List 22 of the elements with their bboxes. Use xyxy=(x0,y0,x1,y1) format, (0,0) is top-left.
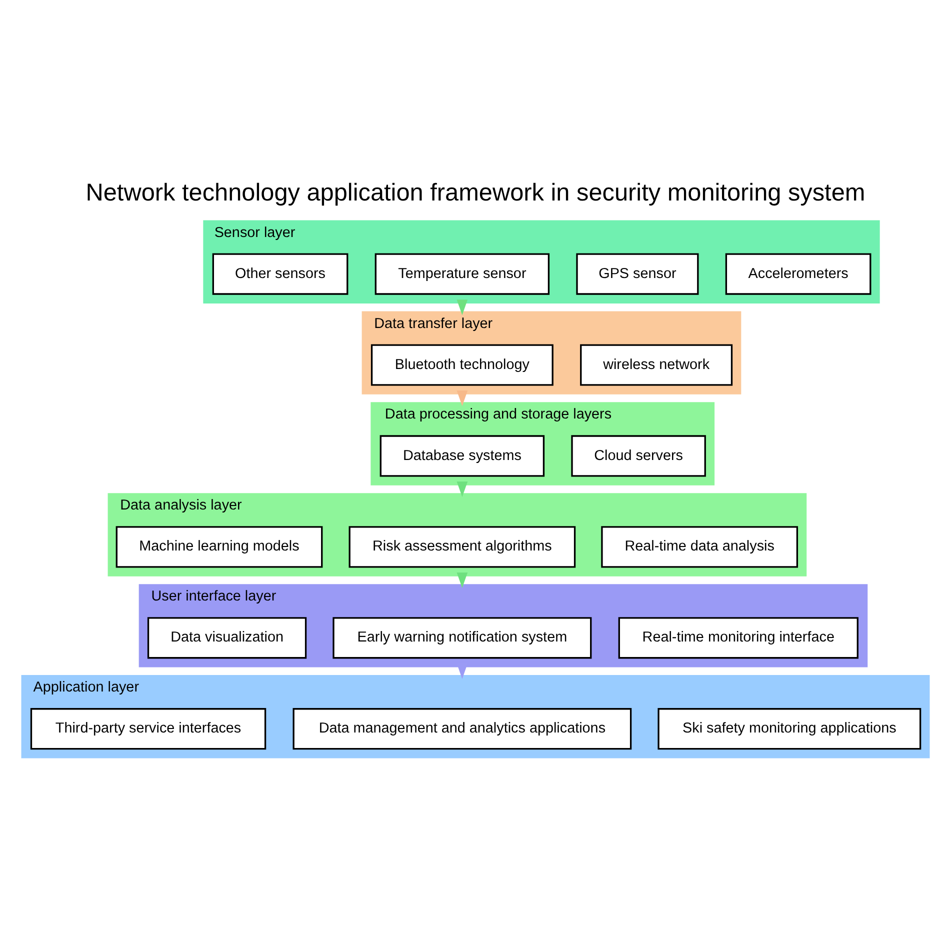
node-box: Ski safety monitoring applications xyxy=(658,708,922,750)
node-box: Third-party service interfaces xyxy=(30,708,266,750)
node-box: Database systems xyxy=(380,434,545,476)
node-box: Real-time data analysis xyxy=(601,526,798,568)
node-box: Early warning notification system xyxy=(332,616,592,658)
diagram-title: Network technology application framework in security monitoring system xyxy=(86,178,866,206)
node-box: Temperature sensor xyxy=(374,252,550,294)
node-box: Cloud servers xyxy=(571,434,706,476)
node-box: wireless network xyxy=(580,344,733,386)
node-box: Machine learning models xyxy=(116,526,323,568)
node-box: Accelerometers xyxy=(725,252,872,294)
arrow xyxy=(456,299,468,315)
node-box: Data visualization xyxy=(147,616,307,658)
node-box: Data management and analytics applications xyxy=(292,708,632,750)
node-box: Bluetooth technology xyxy=(370,344,554,386)
node-box: Other sensors xyxy=(212,252,348,294)
arrow xyxy=(456,572,468,588)
arrow xyxy=(456,390,468,406)
node-box: Risk assessment algorithms xyxy=(348,526,576,568)
node-box: GPS sensor xyxy=(576,252,699,294)
arrow xyxy=(456,480,468,497)
node-box: Real-time monitoring interface xyxy=(618,616,858,658)
